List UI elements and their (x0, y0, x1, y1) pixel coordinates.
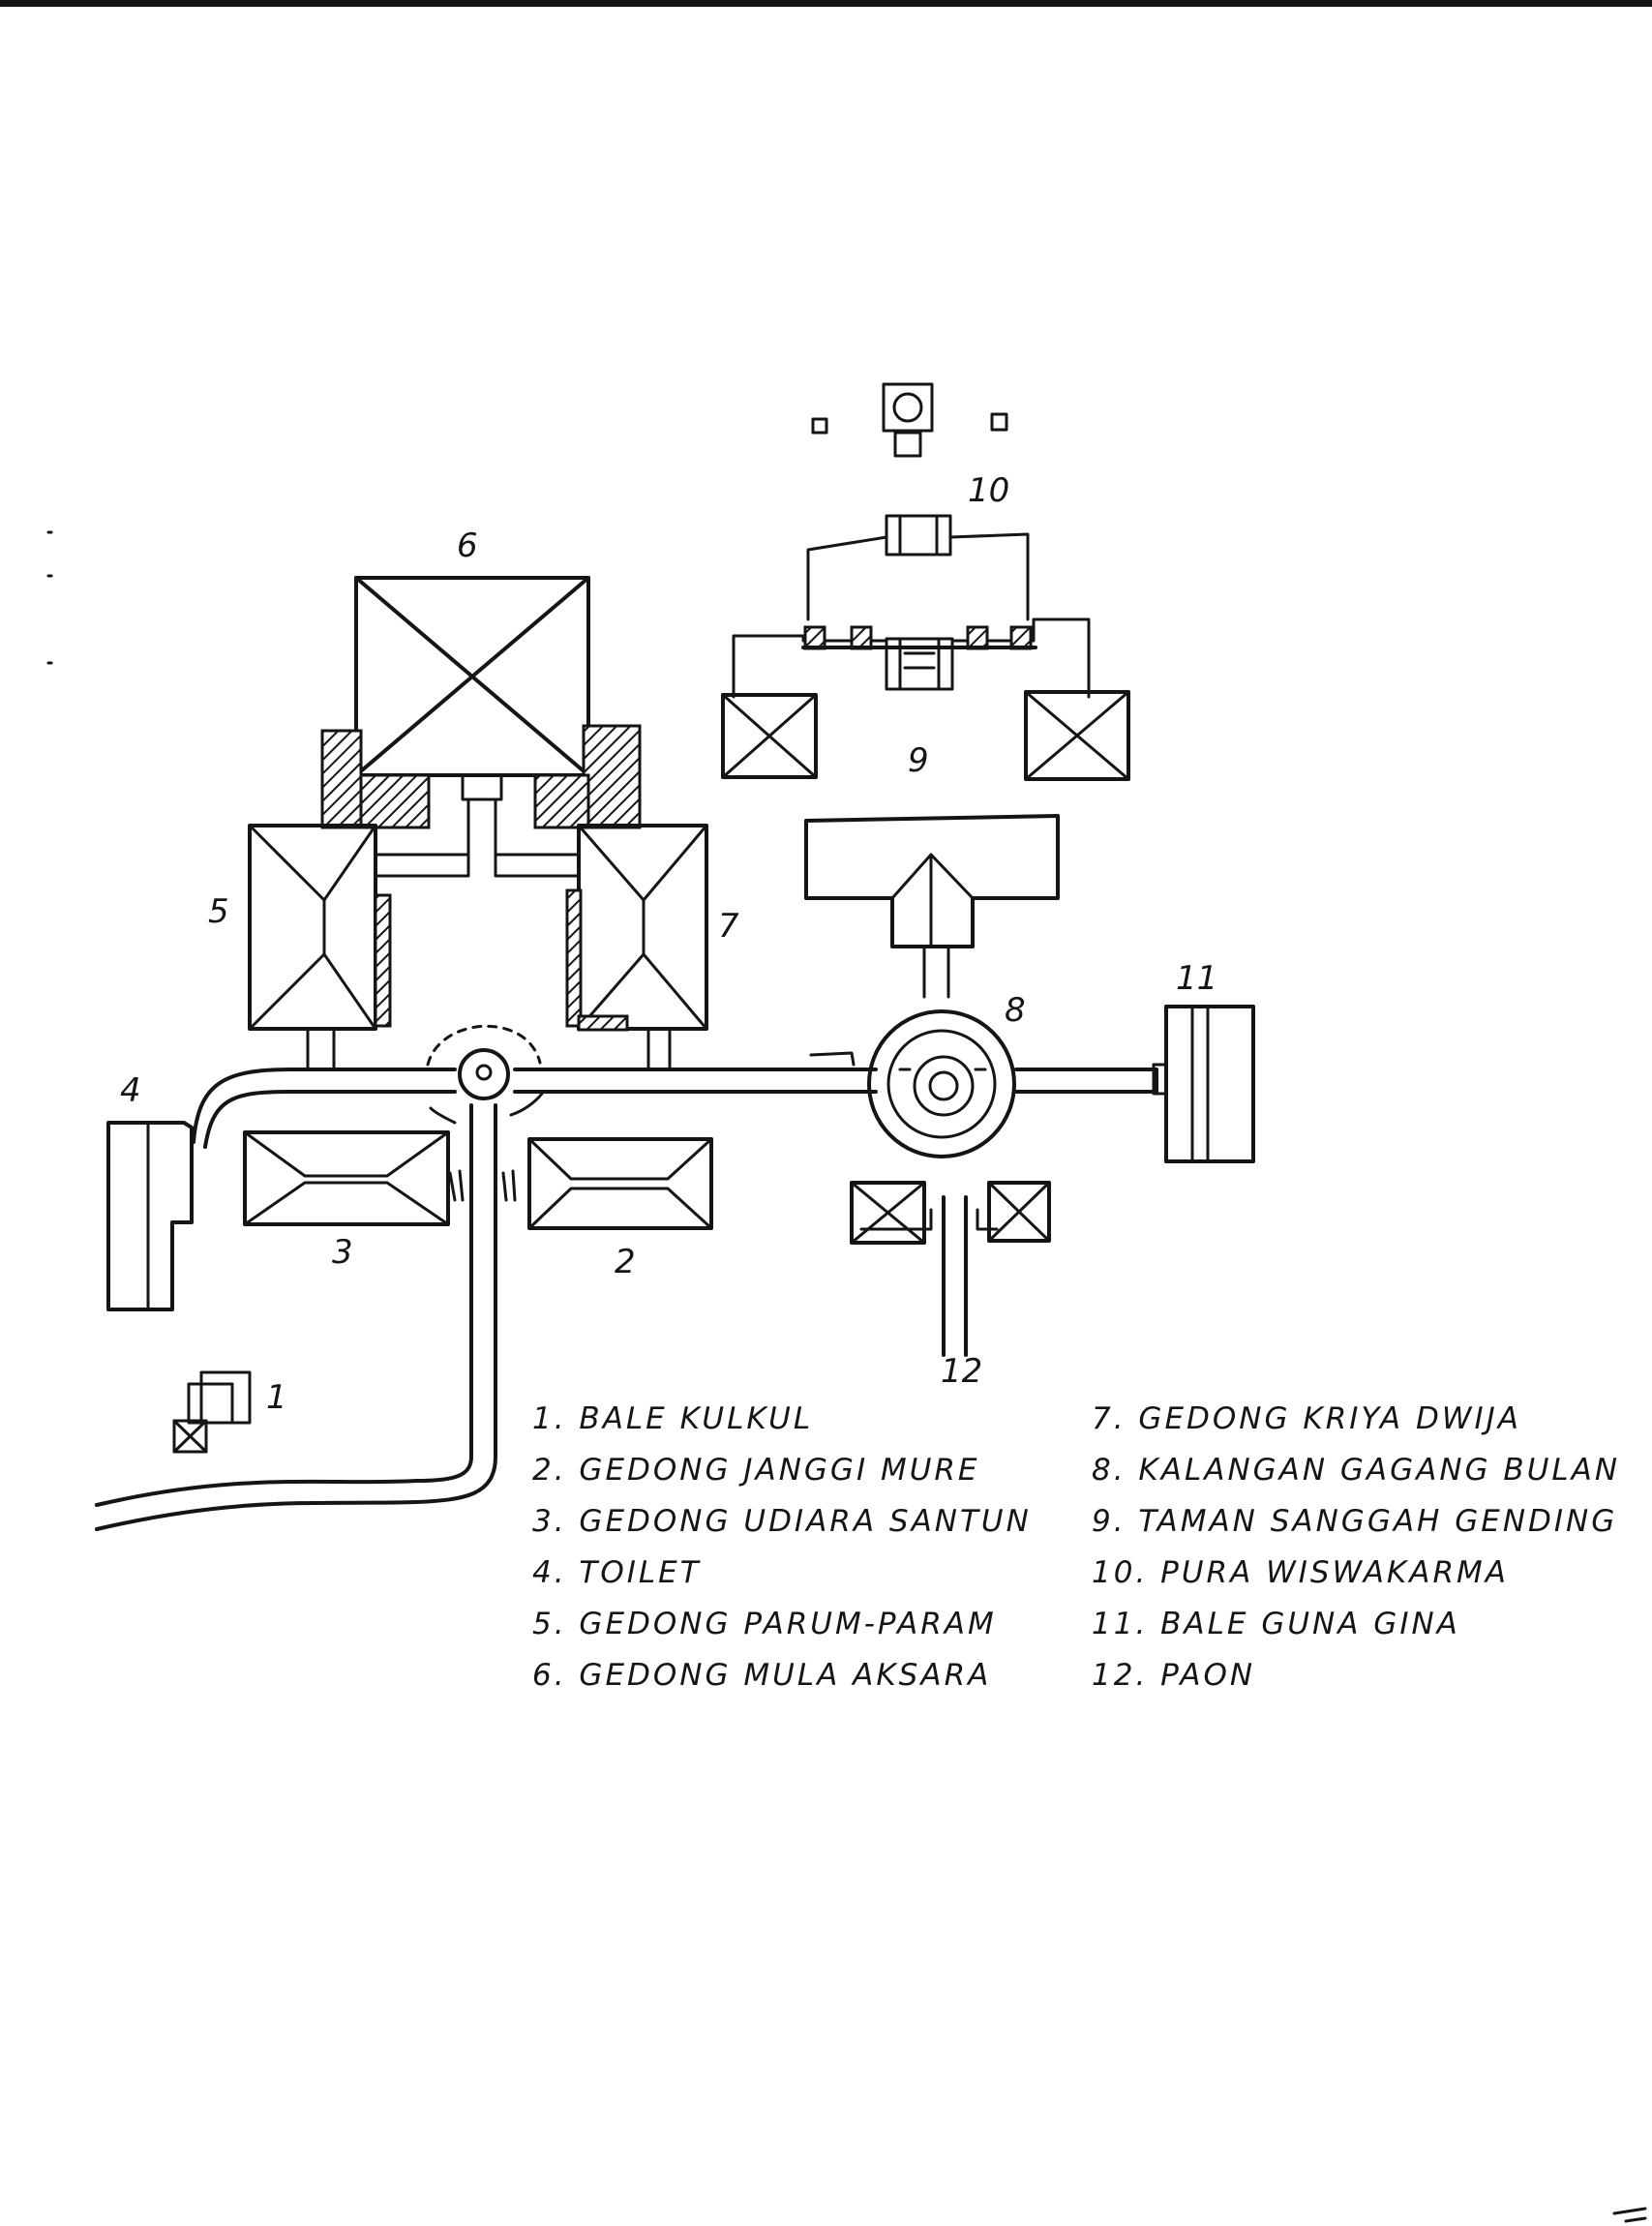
arena-8-kalangan (867, 1009, 1016, 1158)
paths (95, 1027, 1158, 1531)
legend-item-7: 7. GEDONG KRIYA DWIJA (1092, 1401, 1521, 1436)
legend-item-5: 5. GEDONG PARUM-PARAM (532, 1607, 997, 1641)
label-1: 1 (266, 1378, 287, 1417)
label-2: 2 (615, 1243, 636, 1281)
legend-item-12: 12. PAON (1092, 1658, 1256, 1693)
building-1-bale-kulkul (172, 1370, 252, 1454)
legend-item-6: 6. GEDONG MULA AKSARA (532, 1658, 992, 1693)
building-7-kriya-dwija (565, 824, 708, 1032)
label-9: 9 (908, 741, 929, 780)
label-5: 5 (208, 892, 229, 931)
building-11-bale-guna-gina (1152, 1005, 1255, 1163)
scan-top-edge (0, 0, 1652, 7)
label-10: 10 (968, 471, 1009, 510)
label-4: 4 (120, 1071, 141, 1110)
building-5-parum-param (248, 824, 392, 1031)
number-labels: 1 2 3 4 5 6 7 8 9 10 11 12 (120, 471, 1217, 1417)
legend-item-1: 1. BALE KULKUL (532, 1401, 814, 1436)
label-3: 3 (332, 1233, 353, 1272)
legend-item-2: 2. GEDONG JANGGI MURE (532, 1453, 980, 1488)
legend-left-column: 1. BALE KULKUL 2. GEDONG JANGGI MURE 3. … (532, 1394, 1032, 1701)
label-6: 6 (457, 526, 478, 565)
building-4-toilet (106, 1121, 194, 1311)
legend-item-3: 3. GEDONG UDIARA SANTUN (532, 1504, 1032, 1539)
label-12: 12 (941, 1352, 982, 1391)
legend-item-9: 9. TAMAN SANGGAH GENDING (1092, 1504, 1618, 1539)
legend-item-4: 4. TOILET (532, 1555, 702, 1590)
shrine-10-pura-wiswakarma (732, 382, 1091, 699)
building-9-taman (804, 814, 1060, 999)
pavilions-9 (721, 690, 1130, 781)
legend-item-8: 8. KALANGAN GAGANG BULAN (1092, 1453, 1621, 1488)
central-node (426, 1024, 544, 1125)
scan-marks (46, 530, 1647, 2223)
label-7: 7 (718, 907, 739, 946)
legend-item-10: 10. PURA WISWAKARMA (1092, 1555, 1509, 1590)
pavilions-12 (850, 1181, 1051, 1245)
building-2-janggi-mure (501, 1137, 713, 1230)
legend-item-11: 11. BALE GUNA GINA (1092, 1607, 1460, 1641)
legend-right-column: 7. GEDONG KRIYA DWIJA 8. KALANGAN GAGANG… (1092, 1394, 1620, 1701)
building-3-udiara-santun (243, 1130, 465, 1226)
building-6-mula-aksara (320, 576, 642, 829)
label-11: 11 (1176, 959, 1217, 998)
label-8: 8 (1005, 991, 1026, 1030)
